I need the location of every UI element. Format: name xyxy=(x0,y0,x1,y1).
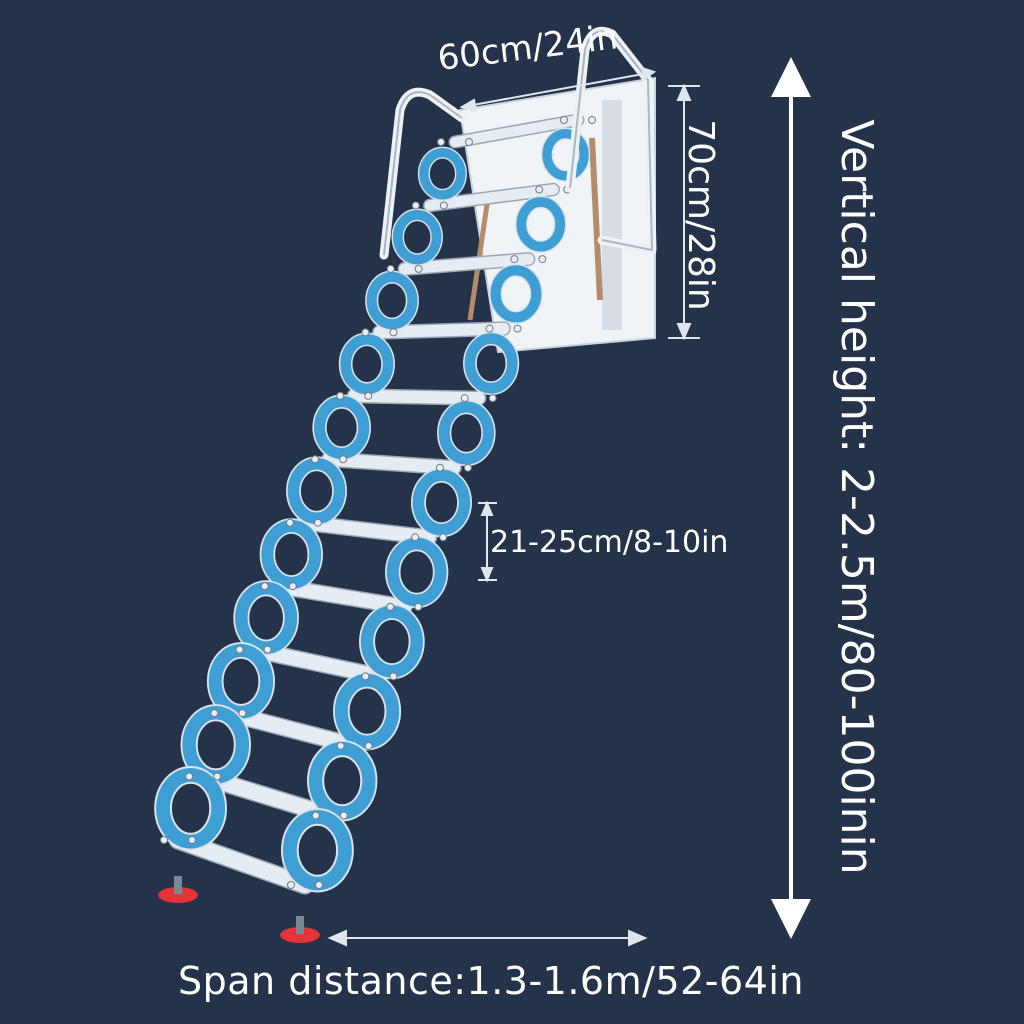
left-handrail-edge xyxy=(383,91,463,256)
left-rail-rivet xyxy=(437,138,445,146)
right-rail-rivet xyxy=(485,324,494,333)
right-rail-rivet xyxy=(435,463,444,472)
right-rail-rivet xyxy=(339,811,348,820)
right-rail-rivet xyxy=(535,185,544,194)
vertical-arrow-head-up xyxy=(771,57,811,97)
ladder-tread xyxy=(322,452,461,475)
left-rail-rivet xyxy=(213,772,222,781)
scissor-rails xyxy=(154,116,596,893)
right-rail-rivet xyxy=(488,394,497,403)
left-rail-rivet xyxy=(210,709,219,718)
mount-bracket xyxy=(602,100,622,330)
width-dimension-line xyxy=(461,71,655,108)
right-rail-rivet xyxy=(386,602,395,611)
ladder-tread xyxy=(348,389,485,405)
left-rail-rivet xyxy=(439,201,448,210)
right-rail-rivet xyxy=(411,533,420,542)
left-rail-rivet xyxy=(361,328,370,337)
step-arrow-head xyxy=(480,500,494,516)
left-rail-rivet xyxy=(386,264,395,273)
left-rail-rivet xyxy=(188,836,196,844)
span-arrow-head xyxy=(628,929,648,947)
right-rail-rivet xyxy=(513,324,522,333)
left-rail-rivet xyxy=(285,518,294,527)
left-rail-rivet xyxy=(339,455,348,464)
right-rail-rivet xyxy=(364,741,373,750)
right-rail-rivet xyxy=(463,463,472,472)
right-rail-link xyxy=(438,401,495,465)
span-distance-label: Span distance:1.3-1.6m/52-64in xyxy=(178,959,804,1003)
step-arrow-head xyxy=(480,567,494,583)
right-rail-rivet xyxy=(315,881,323,889)
right-rail-link xyxy=(386,537,447,607)
gas-strut xyxy=(589,137,603,301)
ladder-tread xyxy=(450,115,583,147)
right-rubber-foot xyxy=(280,927,320,943)
right-rail-rivet xyxy=(414,602,423,611)
right-rail-rivet xyxy=(510,255,519,264)
left-rail-rivet xyxy=(411,201,420,210)
left-rail-rivet xyxy=(414,264,423,273)
left-rail-link xyxy=(287,457,346,525)
vertical-height-label: Vertical height: 2-2.5m/80-100inin xyxy=(831,119,882,875)
left-rail-rivet xyxy=(364,391,373,400)
step-height-label: 21-25cm/8-10in xyxy=(490,525,729,560)
width-arrow-head xyxy=(459,98,478,113)
left-rail-rivet xyxy=(336,391,345,400)
span-arrow-head xyxy=(327,929,347,947)
vertical-height-arrow xyxy=(771,57,811,939)
left-rail-rivet xyxy=(311,455,320,464)
left-rubber-foot xyxy=(158,887,198,903)
left-rail-link xyxy=(313,395,370,460)
right-rail-link xyxy=(542,129,589,181)
left-rail-link xyxy=(419,147,466,200)
depth-arrow-head xyxy=(676,83,692,101)
ladder-tread xyxy=(399,253,534,275)
right-rail-link xyxy=(412,469,471,536)
vertical-arrow-head-down xyxy=(771,899,811,939)
left-rail-rivet xyxy=(288,582,297,591)
left-rail-rivet xyxy=(389,328,398,337)
right-handrail-edge xyxy=(569,30,653,251)
ladder-tread xyxy=(424,184,559,211)
depth-arrow-head xyxy=(676,323,692,341)
left-rail-rivet xyxy=(263,645,272,654)
left-rail-rivet xyxy=(160,836,168,844)
left-rail-rivet xyxy=(238,709,247,718)
dimension-lines xyxy=(327,66,700,947)
right-rail-rivet xyxy=(389,672,398,681)
depth-dimension-label: 70cm/28in xyxy=(680,119,721,311)
foot-stem xyxy=(296,916,304,934)
right-rail-rivet xyxy=(336,741,345,750)
right-rail-link xyxy=(360,605,423,678)
width-arrow-head xyxy=(640,66,657,81)
right-rail-link xyxy=(464,333,518,394)
left-rail-rivet xyxy=(235,645,244,654)
right-rail-rivet xyxy=(460,394,469,403)
right-rail-rivet xyxy=(311,811,320,820)
ladder-tread xyxy=(297,516,436,544)
left-rail-rivet xyxy=(260,582,269,591)
right-rail-link xyxy=(516,197,566,252)
right-rail-rivet xyxy=(560,116,568,124)
left-rail-link xyxy=(340,333,394,395)
right-rail-link xyxy=(490,265,542,323)
right-rail-rivet xyxy=(588,116,596,124)
left-rail-rivet xyxy=(313,518,322,527)
left-rail-link xyxy=(366,271,418,330)
ladder-tread xyxy=(271,579,412,614)
left-rail-rivet xyxy=(465,138,473,146)
right-rail-rivet xyxy=(361,672,370,681)
right-rail-rivet xyxy=(439,533,448,542)
left-rail-rivet xyxy=(185,772,194,781)
right-rail-rivet xyxy=(538,255,547,264)
right-rail-rivet xyxy=(287,881,295,889)
foot-stem xyxy=(174,876,182,894)
right-rail-link xyxy=(334,673,400,749)
left-rail-link xyxy=(392,209,442,265)
ladder-tread xyxy=(373,322,510,339)
